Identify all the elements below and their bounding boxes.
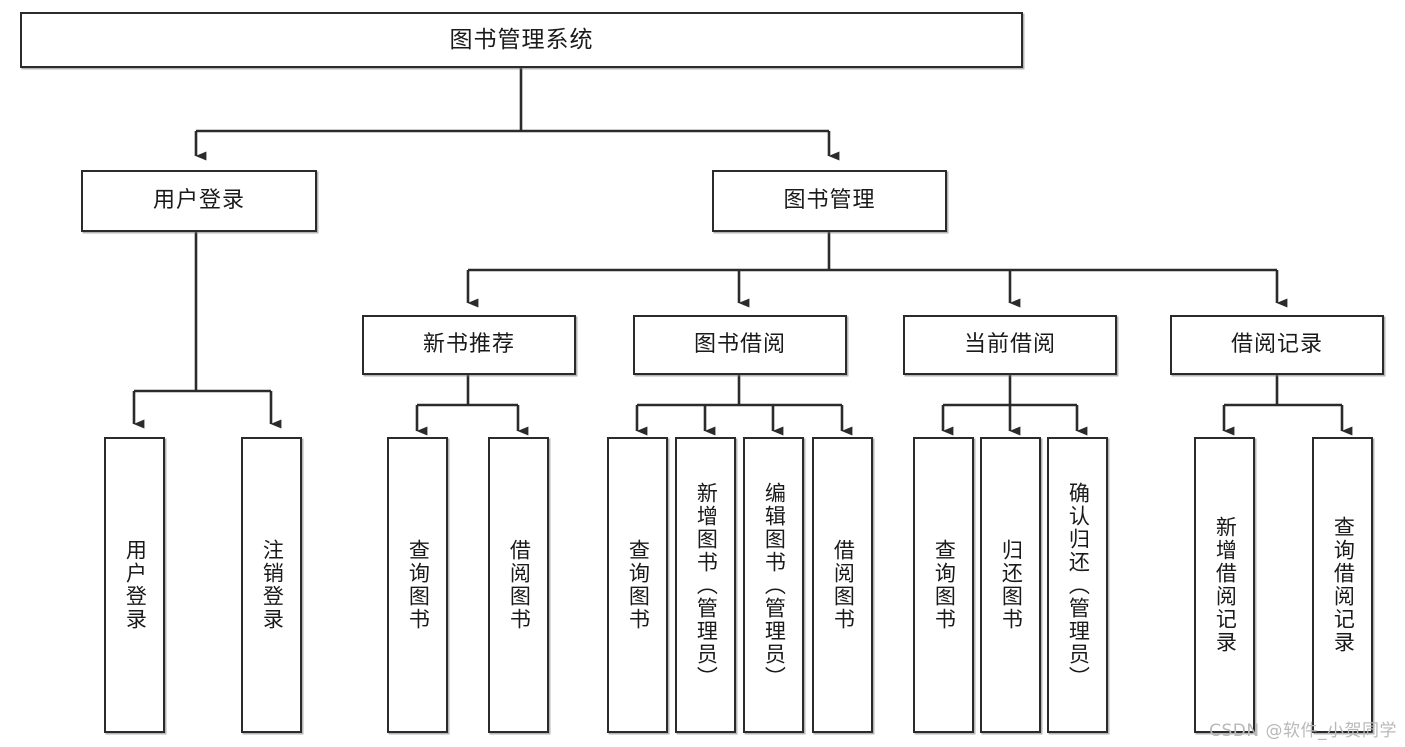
leaf-current-query-book[interactable]: 查询图书: [913, 437, 974, 733]
node-book-management[interactable]: 图书管理: [712, 170, 947, 232]
leaf-borrow-borrow-book[interactable]: 借阅图书: [812, 437, 873, 733]
node-root-book-management-system[interactable]: 图书管理系统: [20, 12, 1023, 68]
node-new-book-recommend[interactable]: 新书推荐: [362, 315, 576, 375]
leaf-current-return-book[interactable]: 归还图书: [980, 437, 1041, 733]
leaf-new-book-query-book[interactable]: 查询图书: [387, 437, 448, 733]
node-borrow-record[interactable]: 借阅记录: [1170, 315, 1384, 375]
node-user-login[interactable]: 用户登录: [81, 170, 317, 232]
leaf-current-confirm-return-admin[interactable]: 确认归还（管理员）: [1047, 437, 1108, 733]
csdn-watermark: CSDN @软件_小贺同学: [1209, 721, 1397, 741]
leaf-borrow-edit-book-admin[interactable]: 编辑图书（管理员）: [743, 437, 804, 733]
leaf-borrow-add-book-admin[interactable]: 新增图书（管理员）: [675, 437, 736, 733]
leaf-user-login-logout[interactable]: 注销登录: [241, 437, 302, 733]
leaf-record-add-borrow-record[interactable]: 新增借阅记录: [1194, 437, 1255, 733]
leaf-record-query-borrow-record[interactable]: 查询借阅记录: [1312, 437, 1373, 733]
leaf-borrow-query-book[interactable]: 查询图书: [607, 437, 668, 733]
leaf-new-book-borrow-book[interactable]: 借阅图书: [488, 437, 549, 733]
leaf-user-login-login[interactable]: 用户登录: [104, 437, 165, 733]
node-book-borrow[interactable]: 图书借阅: [633, 315, 847, 375]
node-current-borrow[interactable]: 当前借阅: [903, 315, 1117, 375]
